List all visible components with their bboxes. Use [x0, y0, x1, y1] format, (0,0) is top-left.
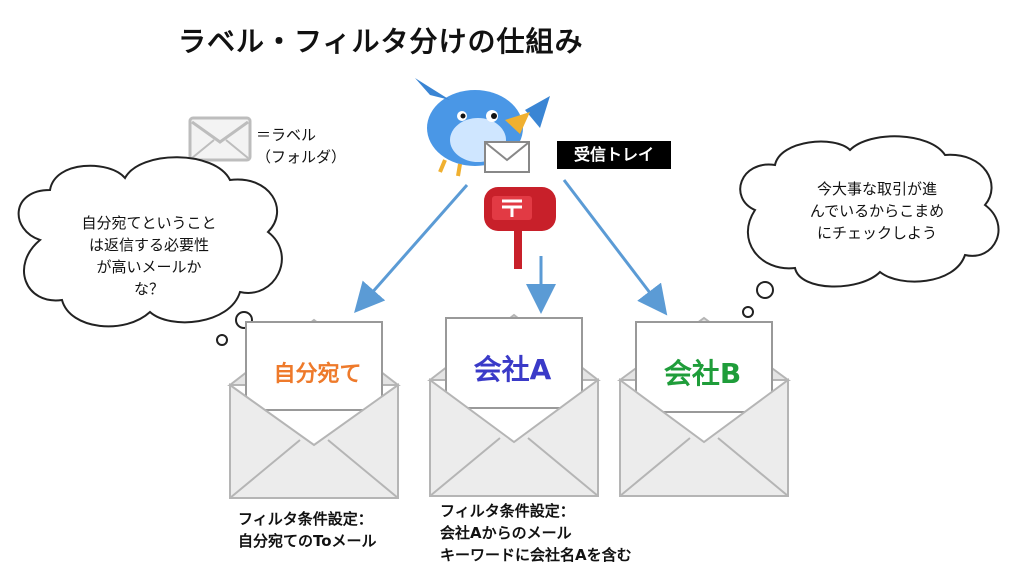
thought-text-left: 自分宛てということ は返信する必要性 が高いメールか な？	[44, 212, 254, 300]
mailbox-icon	[484, 187, 556, 269]
label-company-b: 会社B	[663, 357, 742, 390]
thought-left-line: は返信する必要性	[88, 236, 209, 254]
thought-right-line: にチェックしよう	[816, 224, 937, 242]
thought-bubble-left	[17, 156, 283, 346]
thought-left-line: 自分宛てということ	[81, 214, 217, 232]
thought-right-line: んでいるからこまめ	[809, 202, 945, 220]
label-company-a: 会社A	[473, 353, 552, 386]
thought-left-line: が高いメールか	[96, 258, 202, 276]
envelope-self	[227, 318, 401, 499]
filter-self: フィルタ条件設定： 自分宛てのToメール	[238, 508, 377, 552]
filter-line: 自分宛てのToメール	[238, 532, 377, 550]
envelope-company-b	[616, 316, 792, 497]
bird-icon	[415, 78, 550, 177]
thought-bubble-right	[739, 135, 1000, 318]
thought-text-right: 今大事な取引が進 んでいるからこまめ にチェックしよう	[772, 178, 982, 244]
thought-left-line: な？	[133, 280, 164, 298]
filter-company-a: フィルタ条件設定： 会社Aからのメール キーワードに会社名Aを含む	[440, 500, 632, 566]
legend-envelope-icon	[188, 116, 252, 162]
filter-line: キーワードに会社名Aを含む	[440, 546, 632, 564]
page-title: ラベル・フィルタ分けの仕組み	[178, 25, 584, 58]
arrow-to-self	[354, 184, 469, 313]
filter-line: 会社Aからのメール	[440, 524, 572, 542]
filter-line: フィルタ条件設定：	[440, 502, 575, 520]
thought-right-line: 今大事な取引が進	[816, 180, 937, 198]
bird-envelope-icon	[484, 141, 530, 173]
legend-line-2: （フォルダ）	[256, 148, 347, 166]
legend-text: ＝ラベル （フォルダ）	[256, 124, 346, 168]
filter-line: フィルタ条件設定：	[238, 510, 373, 528]
inbox-label: 受信トレイ	[557, 141, 671, 169]
legend-line-1: ＝ラベル	[256, 126, 317, 144]
arrow-to-b	[562, 179, 668, 316]
envelope-company-a	[427, 313, 601, 497]
label-self: 自分宛て	[273, 362, 362, 387]
